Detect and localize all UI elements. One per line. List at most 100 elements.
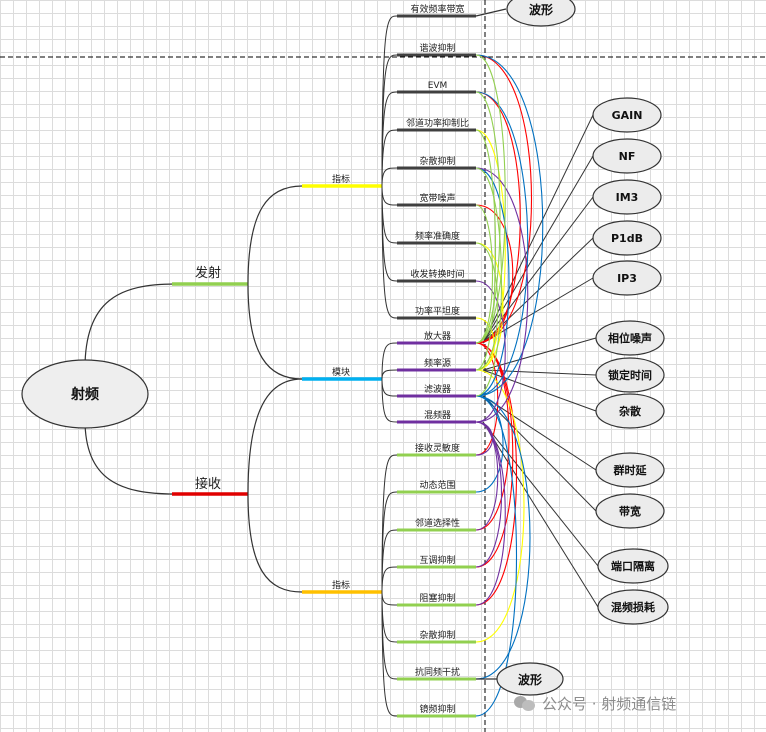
- right-node[interactable]: 锁定时间: [595, 357, 665, 393]
- rx-branch-label: 接收: [195, 476, 221, 492]
- waveform-top-node[interactable]: 波形: [506, 0, 576, 27]
- rx-item-connector: [381, 454, 398, 593]
- module-label: 模块: [332, 366, 350, 378]
- right-node[interactable]: GAIN: [592, 97, 662, 133]
- right-node[interactable]: IP3: [592, 260, 662, 296]
- indicator-module-link: [475, 204, 494, 344]
- watermark-text: 公众号 · 射频通信链: [542, 694, 677, 713]
- right-node-label: NF: [619, 150, 636, 163]
- rx-item-label[interactable]: 镜频抑制: [419, 703, 455, 715]
- module-indicator-link: [475, 421, 499, 531]
- indicator-module-link: [475, 167, 503, 397]
- tx-item-label[interactable]: 收发转换时间: [410, 268, 464, 280]
- right-node[interactable]: 相位噪声: [595, 320, 665, 356]
- indicator-module-link: [475, 54, 506, 344]
- tx-to-module-connector: [247, 283, 303, 380]
- rx-item-label[interactable]: 接收灵敏度: [415, 442, 460, 454]
- rx-item-label[interactable]: 杂散抑制: [419, 629, 455, 641]
- module-indicator-link: [475, 421, 502, 568]
- tx-branch-label: 发射: [195, 265, 221, 281]
- tx-item-label[interactable]: 杂散抑制: [419, 155, 455, 167]
- module-indicator-link: [475, 342, 514, 568]
- right-node[interactable]: 杂散: [595, 393, 665, 429]
- tx-item-label[interactable]: 功率平坦度: [415, 305, 460, 317]
- module-item-connector: [381, 369, 398, 380]
- root-node[interactable]: 射频: [21, 359, 149, 429]
- tx-item-connector: [381, 54, 398, 187]
- waveform-bottom-label: 波形: [518, 672, 542, 687]
- right-node[interactable]: 带宽: [595, 493, 665, 529]
- module-to-node-connector: [482, 196, 594, 344]
- leaf-underlines: [397, 14, 476, 718]
- leaf-connectors: [381, 15, 398, 717]
- root-label: 射频: [70, 386, 99, 403]
- rx-item-label[interactable]: 互调抑制: [419, 554, 455, 566]
- indicator-module-link: [475, 242, 499, 371]
- right-node[interactable]: IM3: [592, 179, 662, 215]
- indicator-module-link: [475, 91, 501, 344]
- tx-item-connector: [381, 15, 398, 187]
- module-indicator-link: [475, 167, 529, 423]
- module-indicator-link: [475, 280, 506, 423]
- right-node-label: 锁定时间: [608, 368, 652, 382]
- root-to-tx-connector: [84, 283, 176, 369]
- module-indicator-link: [475, 395, 517, 717]
- rx-item-connector: [381, 591, 398, 606]
- module-indicator-link: [475, 54, 544, 397]
- module-indicator-link: [475, 342, 518, 606]
- module-to-node-connector: [482, 421, 599, 567]
- right-node[interactable]: NF: [592, 138, 662, 174]
- module-indicator-link: [475, 342, 510, 531]
- right-node-label: 群时延: [613, 463, 648, 477]
- waveform-top-connector: [475, 8, 507, 17]
- rx-item-label[interactable]: 抗同频干扰: [415, 666, 460, 678]
- module-item-connector: [381, 378, 398, 397]
- module-item-label[interactable]: 放大器: [424, 330, 451, 342]
- tx-item-label[interactable]: 谐波抑制: [419, 42, 455, 54]
- tx-item-connector: [381, 185, 398, 206]
- module-item-label[interactable]: 混频器: [424, 409, 451, 421]
- waveform-bottom-node[interactable]: 波形: [496, 662, 564, 696]
- tx-to-indicator-connector: [247, 185, 303, 285]
- wechat-icon: [514, 694, 536, 712]
- tx-item-connector: [381, 185, 398, 244]
- right-node-label: 带宽: [619, 504, 641, 518]
- rx-indicator-label: 指标: [332, 579, 350, 591]
- rx-item-connector: [381, 529, 398, 593]
- cross-links: [475, 54, 599, 717]
- rx-item-connector: [381, 591, 398, 643]
- right-node-label: 相位噪声: [608, 331, 652, 345]
- right-node[interactable]: 混频损耗: [597, 589, 669, 625]
- module-indicator-link: [475, 369, 525, 643]
- rx-to-indicator-connector: [247, 493, 303, 593]
- right-node-label: 混频损耗: [611, 600, 655, 614]
- module-item-connector: [381, 378, 398, 423]
- rx-to-module-connector: [247, 378, 303, 495]
- module-indicator-link: [475, 395, 504, 493]
- module-item-label[interactable]: 频率源: [424, 357, 451, 369]
- tx-item-label[interactable]: 宽带噪声: [419, 192, 455, 204]
- rx-item-label[interactable]: 动态范围: [419, 479, 455, 491]
- rx-item-label[interactable]: 邻道选择性: [415, 517, 460, 529]
- right-node[interactable]: 端口隔离: [597, 548, 669, 584]
- tx-item-label[interactable]: 有效频率带宽: [410, 3, 464, 15]
- tx-item-label[interactable]: EVM: [428, 81, 448, 91]
- module-to-node-connector: [482, 395, 597, 512]
- tx-item-connector: [381, 185, 398, 319]
- module-item-label[interactable]: 滤波器: [424, 383, 451, 395]
- tx-item-label[interactable]: 频率准确度: [415, 230, 460, 242]
- tx-item-label[interactable]: 邻道功率抑制比: [406, 117, 469, 129]
- module-indicator-link: [475, 91, 529, 397]
- module-indicator-link: [475, 167, 510, 397]
- right-node[interactable]: 群时延: [595, 452, 665, 488]
- rx-item-connector: [381, 591, 398, 717]
- right-node-label: 端口隔离: [611, 559, 655, 573]
- root-to-rx-connector: [84, 419, 176, 495]
- right-node-label: IM3: [616, 191, 639, 204]
- module-indicator-link: [475, 395, 531, 680]
- rx-item-label[interactable]: 阻塞抑制: [419, 592, 455, 604]
- right-node-label: GAIN: [612, 109, 643, 122]
- right-node[interactable]: P1dB: [592, 220, 662, 256]
- tx-indicator-label: 指标: [332, 173, 350, 185]
